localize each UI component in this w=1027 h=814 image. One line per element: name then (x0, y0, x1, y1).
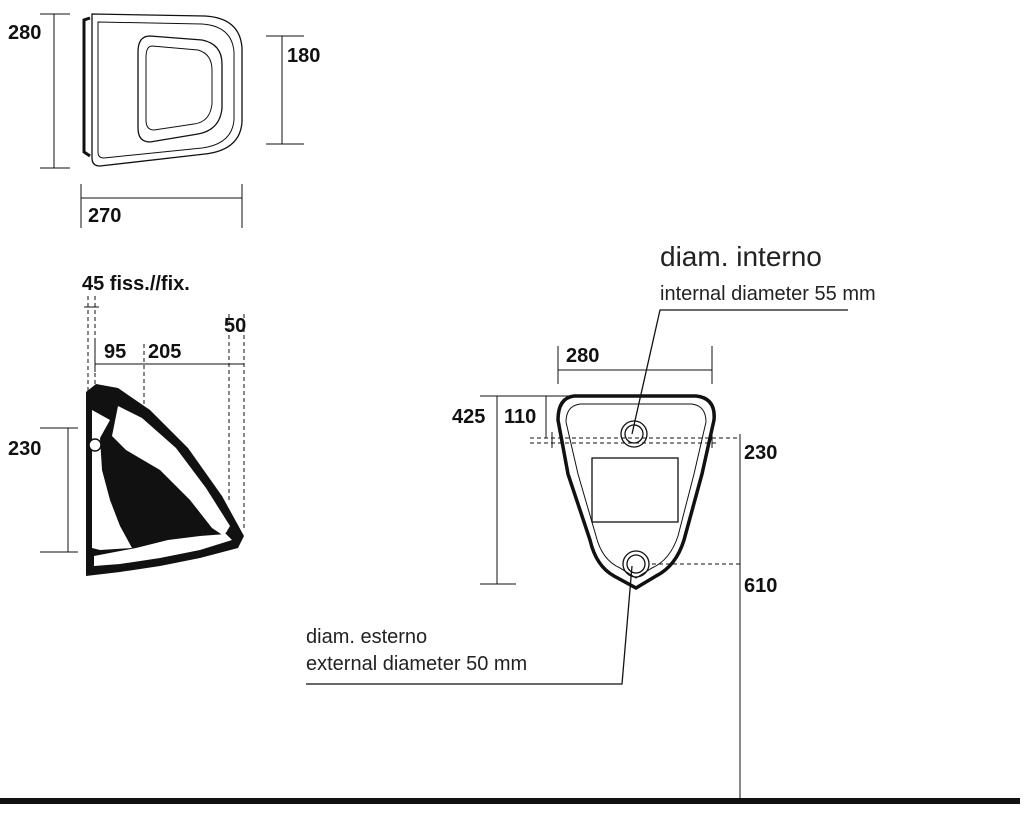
front-view: 280 425 110 230 610 diam. (306, 241, 876, 800)
dim-610-label: 610 (744, 575, 777, 597)
inlet-note-it: diam. interno (660, 241, 822, 272)
outlet-note-en: external diameter 50 mm (306, 653, 527, 675)
top-view-back-plate (82, 16, 91, 158)
dim-230-side-label: 230 (8, 438, 41, 460)
outlet-inner-icon (626, 554, 646, 574)
dim-230-front-label: 230 (744, 442, 777, 464)
outlet-outer-icon (622, 550, 650, 578)
top-view-rim (97, 21, 235, 159)
side-view-inner-cavity (92, 410, 132, 550)
inlet-note-en: internal diameter 55 mm (660, 283, 876, 305)
top-view: 280 180 270 (8, 13, 320, 228)
outlet-leader (306, 565, 633, 685)
fixing-label: 45 fiss.//fix. (82, 273, 190, 295)
dim-205-label: 205 (148, 341, 181, 363)
outlet-note-it: diam. esterno (306, 626, 427, 648)
dim-180-label: 180 (287, 45, 320, 67)
top-view-outline (91, 13, 243, 167)
dim-110-label: 110 (504, 406, 536, 428)
dim-280-label: 280 (8, 22, 41, 44)
inlet-leader (631, 309, 848, 435)
dim-95-label: 95 (104, 341, 126, 363)
side-view-lower-cavity (94, 534, 232, 566)
side-view-bowl-cavity (112, 406, 230, 536)
front-view-opening (591, 457, 679, 523)
side-view-fixing-hole (88, 438, 102, 452)
dim-50-label: 50 (224, 315, 246, 337)
dim-270-label: 270 (88, 205, 121, 227)
inlet-outer-icon (620, 420, 648, 448)
top-view-bowl-inner (145, 45, 213, 131)
dim-280-front-label: 280 (566, 345, 599, 367)
front-view-outline (556, 394, 716, 591)
side-view: 45 fiss.//fix. 50 95 205 230 (8, 273, 246, 576)
dim-425-label: 425 (452, 406, 485, 428)
top-view-bowl (137, 35, 223, 143)
front-view-inner (565, 403, 707, 579)
